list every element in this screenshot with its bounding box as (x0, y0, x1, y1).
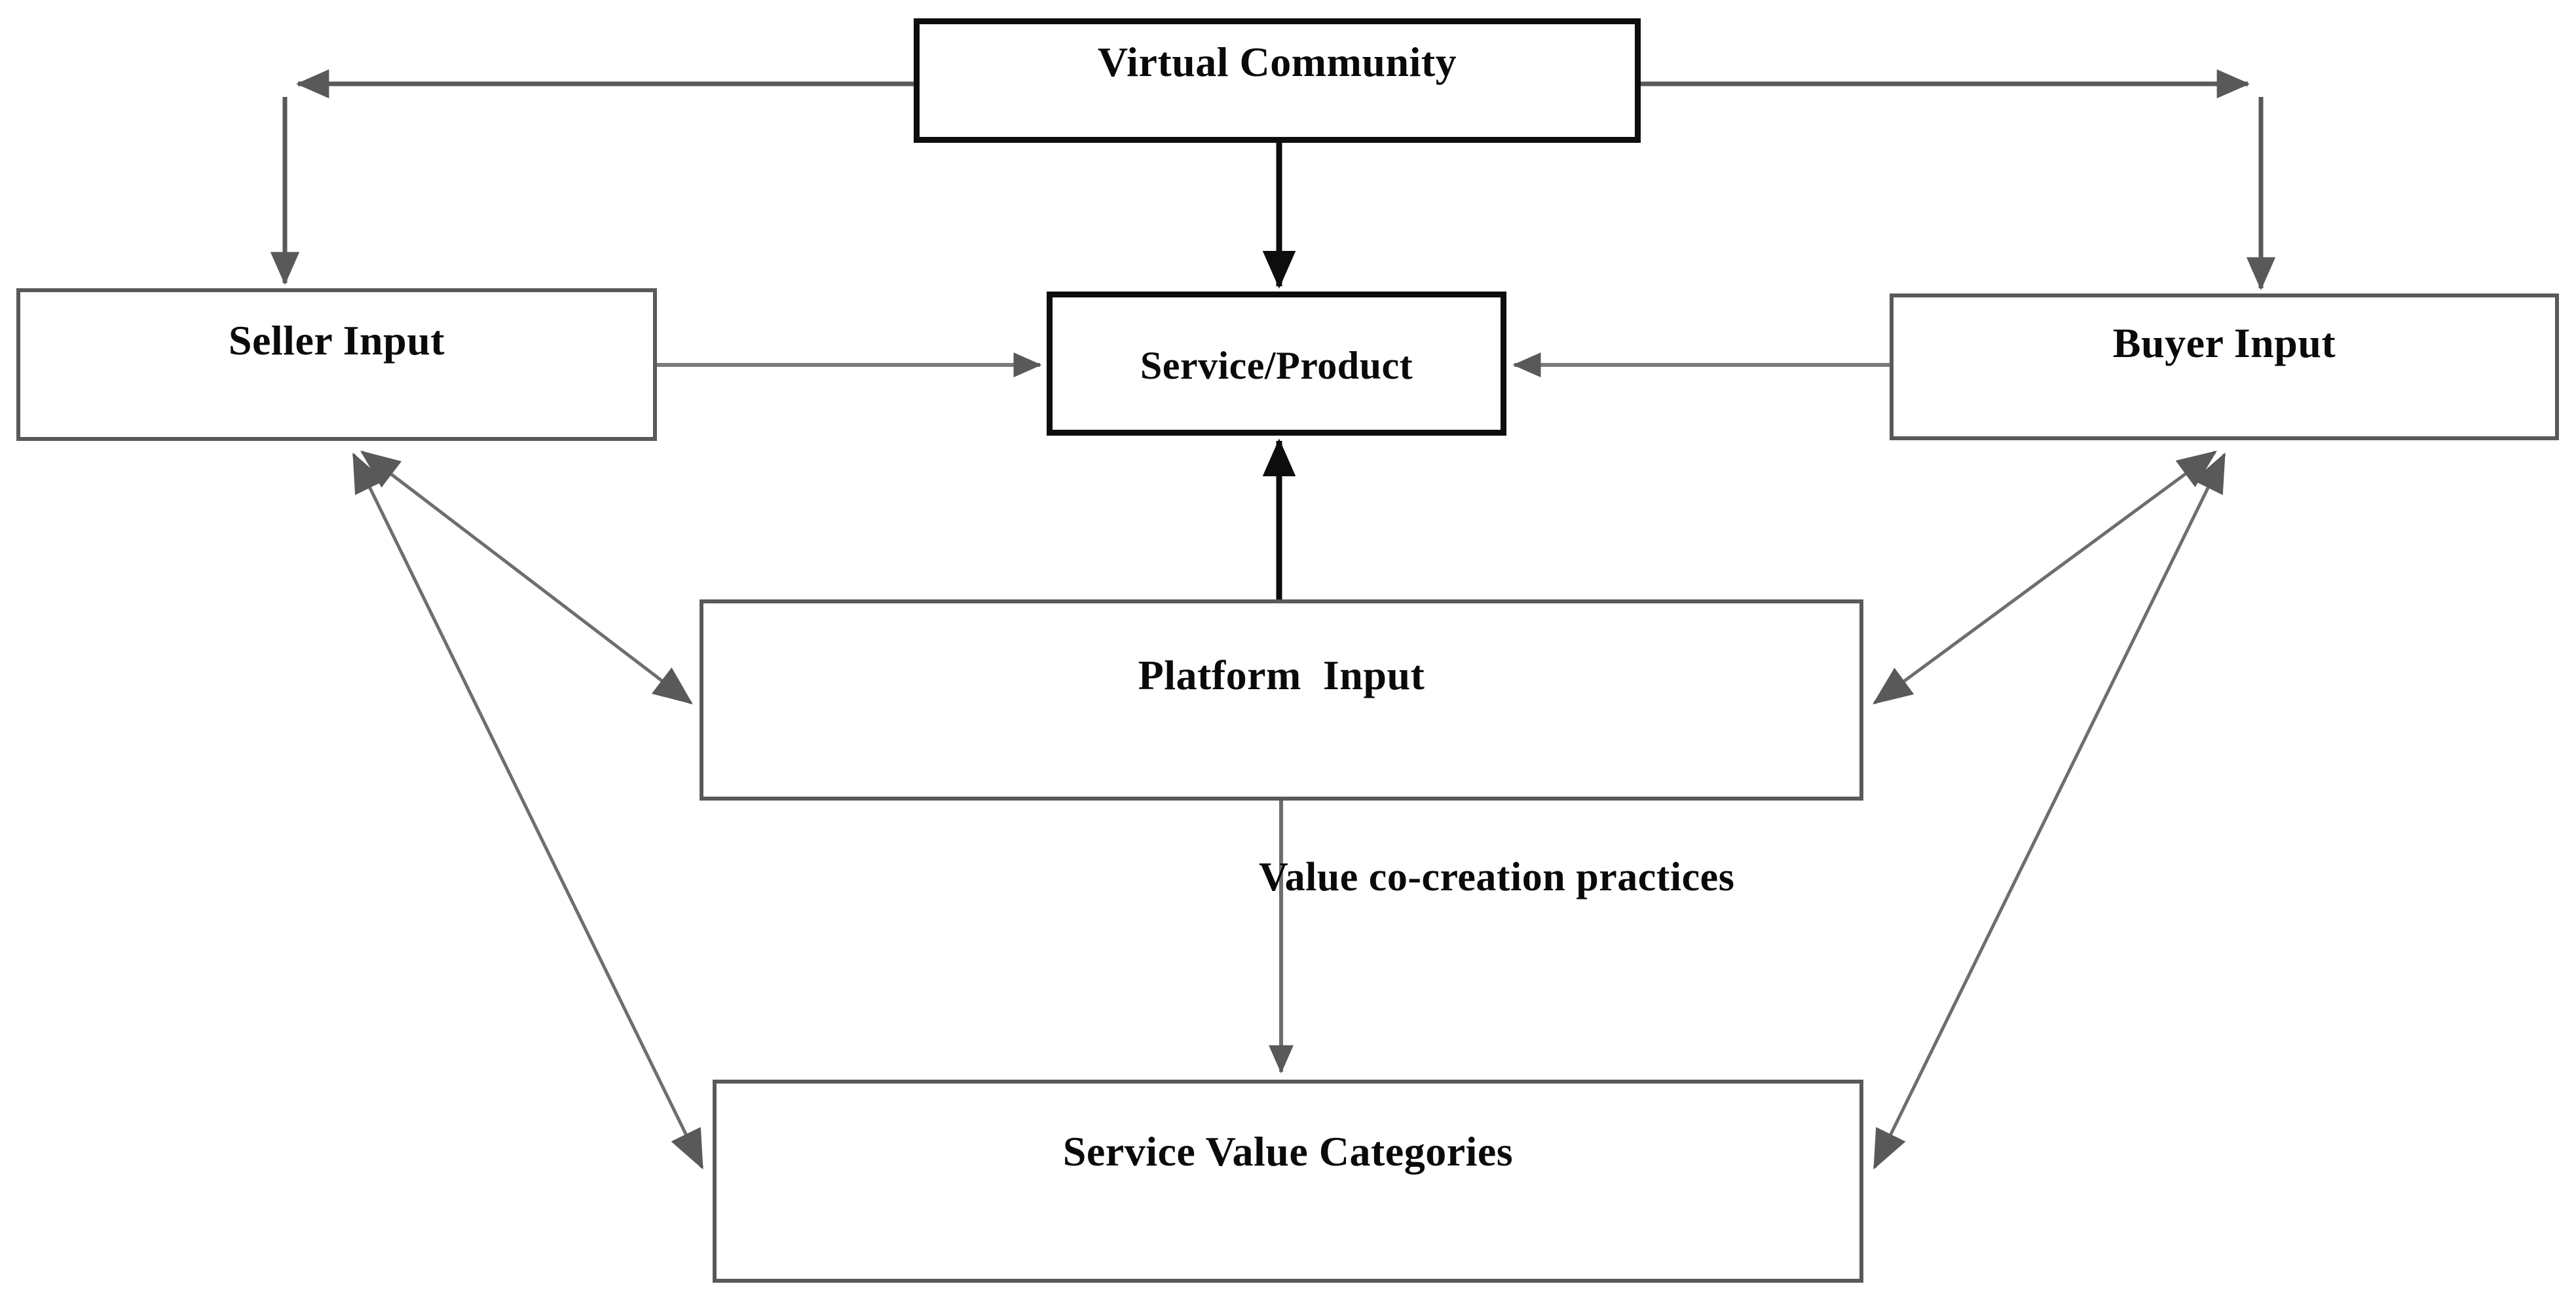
node-buyer-input[interactable]: Buyer Input (1890, 293, 2559, 440)
node-virtual-community-label: Virtual Community (1097, 39, 1457, 85)
edge-virtual-community-to-buyer-input (1641, 69, 2276, 291)
node-virtual-community[interactable]: Virtual Community (914, 18, 1641, 143)
node-service-value-categories-label: Service Value Categories (1062, 1128, 1514, 1175)
node-seller-input-label: Seller Input (228, 317, 445, 364)
edge-virtual-community-to-seller-input (270, 69, 914, 286)
edge-seller-input-platform-input (360, 450, 693, 705)
node-platform-input-label: Platform Input (1138, 652, 1425, 698)
node-service-product[interactable]: Service/Product (1047, 292, 1506, 436)
node-seller-input[interactable]: Seller Input (16, 288, 657, 441)
node-platform-input[interactable]: Platform Input (700, 599, 1863, 801)
edge-buyer-input-service-value-categories (1873, 452, 2226, 1170)
edge-label-value-co-creation-practices: Value co-creation practices (1259, 855, 1735, 899)
node-service-product-label: Service/Product (1140, 344, 1413, 387)
node-service-value-categories[interactable]: Service Value Categories (713, 1080, 1863, 1283)
edge-seller-input-service-value-categories (352, 452, 704, 1170)
node-buyer-input-label: Buyer Input (2112, 320, 2336, 366)
